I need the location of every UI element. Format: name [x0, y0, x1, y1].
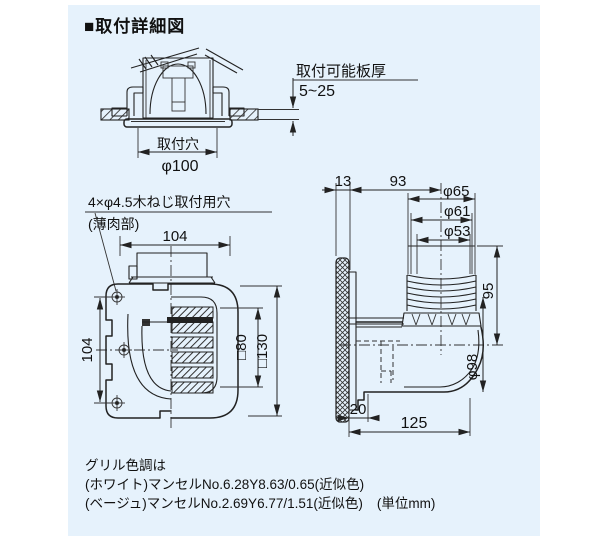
- figure-background-panel: [68, 5, 540, 536]
- dia-61: φ61: [444, 203, 470, 220]
- mounting-hole-label: 取付穴: [157, 136, 199, 152]
- spring-clip-right: [212, 86, 245, 117]
- dia-98: φ98: [464, 354, 481, 380]
- ceiling-board-left: [100, 108, 130, 121]
- screw-holes: [109, 289, 132, 411]
- note-line3: (ベージュ)マンセルNo.2.69Y6.77/1.51(近似色): [85, 496, 363, 511]
- flexible-duct: [406, 274, 477, 311]
- board-thickness-label: 取付可能板厚: [296, 62, 386, 80]
- dim-104-left: 104: [79, 337, 96, 362]
- grille-flange: [123, 118, 233, 128]
- dim-93: 93: [390, 173, 407, 190]
- unit-note: (単位mm): [376, 496, 436, 511]
- dia-53: φ53: [444, 223, 470, 240]
- color-notes: グリル色調は (ホワイト)マンセルNo.6.28Y8.63/0.65(近似色) …: [85, 456, 435, 513]
- mounting-hole-dia: φ100: [161, 158, 198, 175]
- note-line1: グリル色調は: [85, 458, 166, 473]
- dim-sq80: □80: [233, 334, 250, 360]
- dim-125: 125: [401, 415, 428, 432]
- front-view: 4×φ4.5木ねじ取付用穴 (薄肉部): [79, 194, 282, 430]
- grille-panel-section: [335, 257, 350, 423]
- dim-104-top: 104: [162, 228, 187, 245]
- screw-hole-note: 4×φ4.5木ねじ取付用穴: [88, 194, 231, 210]
- dim-95: 95: [480, 283, 497, 300]
- dim-20: 20: [350, 401, 367, 418]
- top-section-view: 取付穴 φ100 取付可能板厚 5~25: [100, 47, 418, 175]
- screw-hole-note2: (薄肉部): [88, 216, 139, 232]
- socket-teeth: [411, 313, 471, 326]
- side-view: 13 93 φ65 φ61 φ53 95 φ98 20: [322, 173, 503, 437]
- note-line2: (ホワイト)マンセルNo.6.28Y8.63/0.65(近似色): [85, 477, 365, 492]
- board-thickness-range: 5~25: [299, 83, 335, 100]
- grille-backplate: [105, 283, 172, 419]
- grille-front: [170, 283, 239, 419]
- spring-clip-left: [111, 86, 144, 117]
- dia-65: φ65: [443, 183, 469, 200]
- shutter-edge: [167, 317, 213, 323]
- figure-title: ■取付詳細図: [84, 17, 186, 36]
- dim-13: 13: [335, 173, 352, 190]
- dim-sq130: □130: [254, 334, 271, 368]
